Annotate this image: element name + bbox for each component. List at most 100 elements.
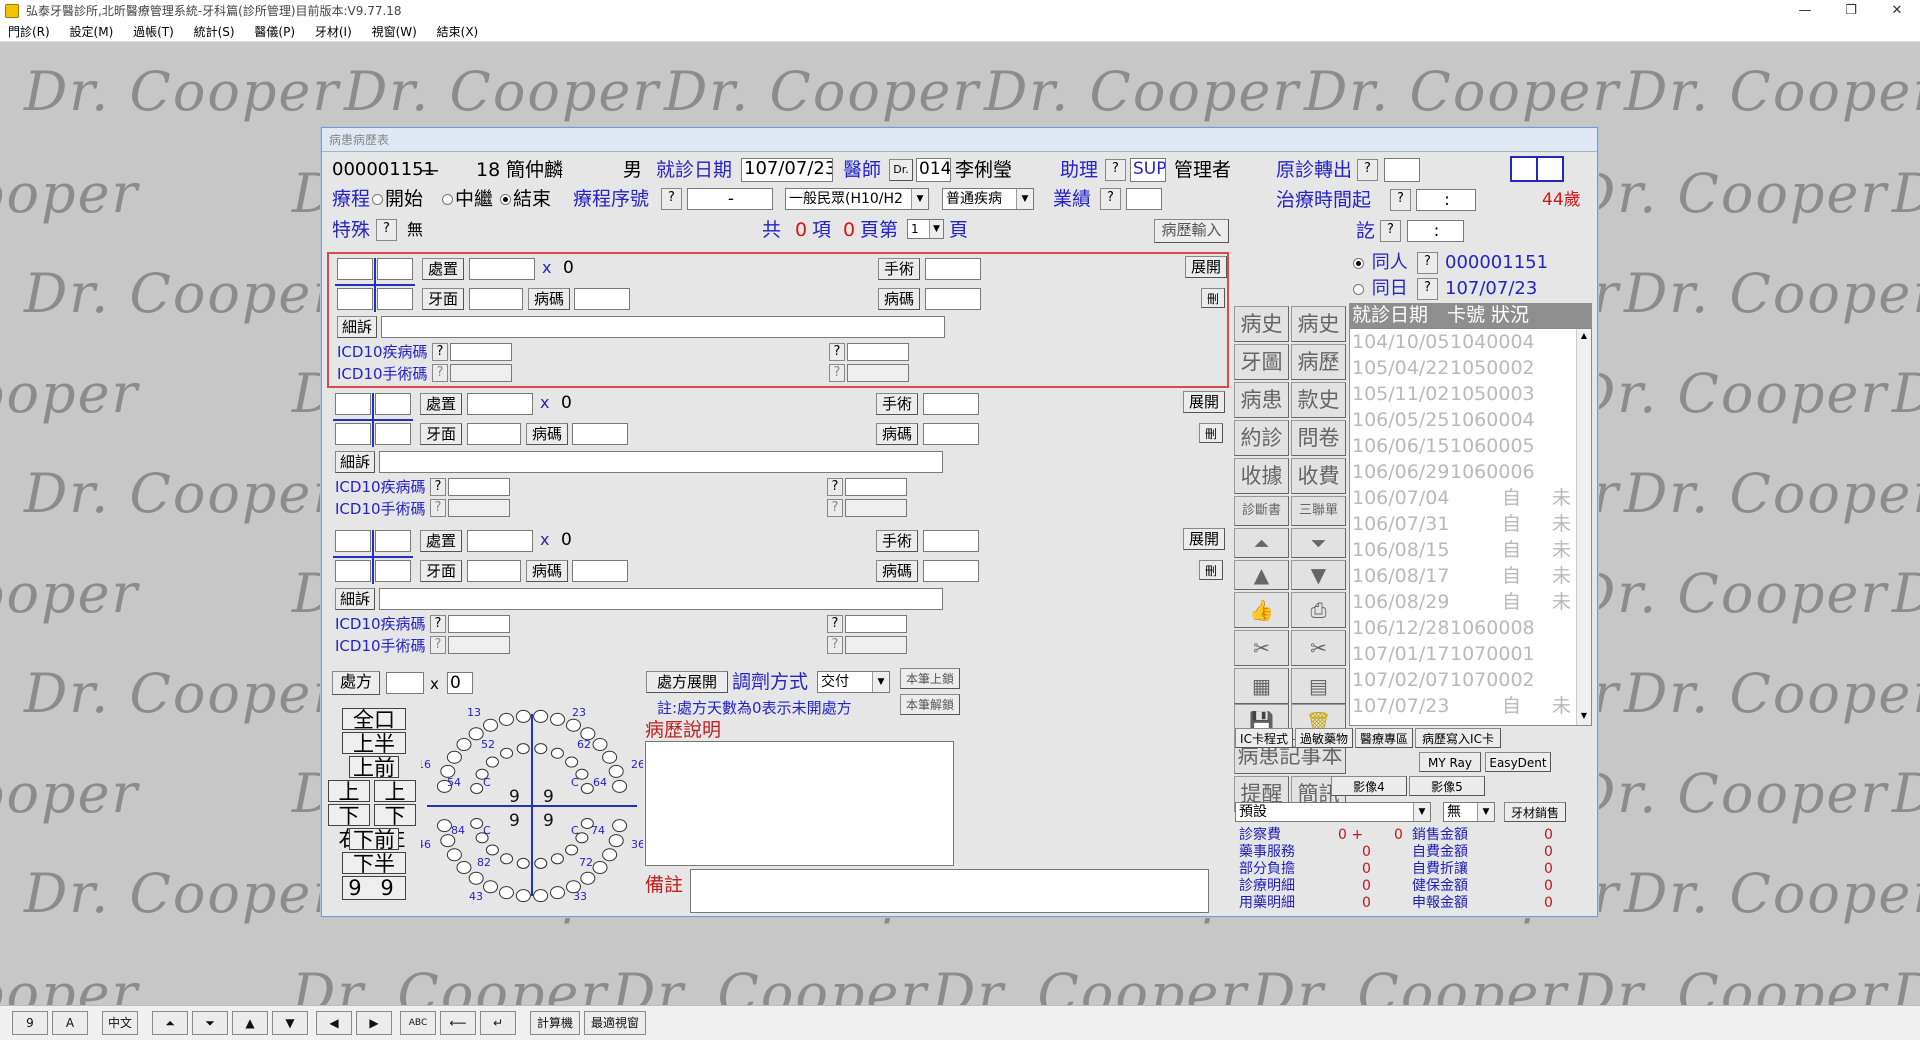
icd10-disease2-input[interactable] xyxy=(845,478,907,496)
referral-input[interactable] xyxy=(1384,158,1420,182)
upper-deciduous-tooth[interactable] xyxy=(470,782,484,794)
upper-tooth[interactable] xyxy=(456,738,472,752)
next-record-icon[interactable]: ▼ xyxy=(272,1011,308,1035)
last-record-icon[interactable]: ⏷ xyxy=(192,1011,228,1035)
right-arrow-icon[interactable]: ▶ xyxy=(356,1011,392,1035)
status-mode-a[interactable]: A xyxy=(52,1011,88,1035)
next-record-icon[interactable]: ▼ xyxy=(1291,560,1346,590)
lower-tooth[interactable] xyxy=(498,886,514,900)
referral-help-button[interactable]: ? xyxy=(1357,159,1378,181)
lower-deciduous-tooth[interactable] xyxy=(516,857,530,869)
treatment-code-input[interactable] xyxy=(467,393,533,415)
calendar-icon[interactable]: ▦ xyxy=(1234,668,1289,704)
lower-deciduous-tooth[interactable] xyxy=(580,818,594,830)
tooth-input-lr[interactable] xyxy=(335,560,371,582)
same-person-radio[interactable]: 同人 xyxy=(1351,251,1408,275)
menu-exit[interactable]: 結束(X) xyxy=(436,25,479,39)
preset-dropdown[interactable]: 預設▼ xyxy=(1235,802,1431,822)
tooth-input-ur[interactable] xyxy=(335,530,371,552)
upper-deciduous-tooth[interactable] xyxy=(565,756,579,768)
doctor-select-button[interactable]: Dr. xyxy=(889,159,913,181)
performance-help-button[interactable]: ? xyxy=(1100,188,1121,210)
lower-deciduous-tooth[interactable] xyxy=(470,818,484,830)
menu-medical[interactable]: 醫儀(P) xyxy=(254,25,296,39)
icd10-disease2-help-button[interactable]: ? xyxy=(827,615,843,633)
image5-button[interactable]: 影像5 xyxy=(1409,776,1485,796)
charge-button[interactable]: 收費 xyxy=(1291,458,1346,494)
performance-input[interactable] xyxy=(1126,188,1162,210)
quadrant-lower-left[interactable]: 下左 xyxy=(374,804,416,851)
icd10-disease-input[interactable] xyxy=(450,343,512,361)
history-scrollbar[interactable]: ▲ ▼ xyxy=(1576,329,1591,725)
tooth-surface-button[interactable]: 牙面 xyxy=(422,288,464,310)
delete-button[interactable]: 刪 xyxy=(1199,560,1223,580)
tooth-input-ur[interactable] xyxy=(335,393,371,415)
quadrant-upper-right[interactable]: 上右 xyxy=(328,780,370,827)
upper-tooth[interactable] xyxy=(533,709,549,723)
treatment-time-help-button[interactable]: ? xyxy=(1390,189,1411,211)
lower-deciduous-tooth[interactable] xyxy=(500,853,514,865)
surgery-input[interactable] xyxy=(925,258,981,280)
treatment-button[interactable]: 處置 xyxy=(420,530,462,552)
document-icon[interactable]: ▤ xyxy=(1291,668,1346,704)
expand-button[interactable]: 展開 xyxy=(1185,256,1227,278)
icd10-disease-help-button[interactable]: ? xyxy=(430,615,446,633)
lower-tooth[interactable] xyxy=(592,860,608,874)
icd10-surgery-help-button[interactable]: ? xyxy=(432,364,448,382)
unlock-entry-button[interactable]: 本筆解鎖 xyxy=(900,694,960,715)
medical-history2-button[interactable]: 病史 xyxy=(1291,306,1346,342)
upper-deciduous-tooth[interactable] xyxy=(550,747,564,759)
abc-button[interactable]: ABC xyxy=(400,1011,436,1035)
visit-date-input[interactable]: 107/07/23 xyxy=(741,158,833,182)
minimize-button[interactable]: — xyxy=(1798,3,1812,18)
icd10-disease-input[interactable] xyxy=(448,615,510,633)
tooth-input-ul[interactable] xyxy=(375,393,411,415)
lower-tooth[interactable] xyxy=(436,819,452,833)
lower-tooth[interactable] xyxy=(580,871,596,885)
surgery-code-input[interactable] xyxy=(923,560,979,582)
doctor-code-input[interactable]: 014 xyxy=(916,158,951,182)
status-mode-9[interactable]: 9 xyxy=(12,1011,48,1035)
status-chinese[interactable]: 中文 xyxy=(102,1011,138,1035)
prev-record-icon[interactable]: ▲ xyxy=(232,1011,268,1035)
surgery-code-button[interactable]: 病碼 xyxy=(878,288,920,310)
treatment-code-input[interactable] xyxy=(469,258,535,280)
dispense-method-dropdown[interactable]: 交付▼ xyxy=(817,671,890,693)
upper-tooth[interactable] xyxy=(446,750,462,764)
thumbs-up-icon[interactable]: 👍 xyxy=(1234,592,1289,628)
payment-history-button[interactable]: 款史 xyxy=(1291,382,1346,418)
surgery-input[interactable] xyxy=(923,530,979,552)
upper-tooth[interactable] xyxy=(498,712,514,726)
surgery-button[interactable]: 手術 xyxy=(878,258,920,280)
prescription-days-input[interactable] xyxy=(386,672,424,694)
lower-tooth[interactable] xyxy=(515,889,531,903)
restore-button[interactable]: ❐ xyxy=(1845,3,1857,18)
special-help-button[interactable]: ? xyxy=(376,219,397,241)
upper-tooth[interactable] xyxy=(440,764,456,778)
insurance-type-dropdown[interactable]: 一般民眾(H10/H2▼ xyxy=(785,188,929,210)
medical-history-button[interactable]: 病史 xyxy=(1234,306,1289,342)
lower-tooth[interactable] xyxy=(565,880,581,894)
first-record-icon[interactable]: ⏶ xyxy=(1234,528,1289,558)
detail-button[interactable]: 細訴 xyxy=(337,316,377,338)
tooth-surface-input[interactable] xyxy=(467,560,521,582)
tooth-surface-input[interactable] xyxy=(467,423,521,445)
tooth-input-ll[interactable] xyxy=(375,560,411,582)
diagnosis-cert-button[interactable]: 診斷書 xyxy=(1234,496,1289,526)
upper-tooth[interactable] xyxy=(550,712,566,726)
disease-code-button[interactable]: 病碼 xyxy=(528,288,570,310)
detail-input[interactable] xyxy=(379,588,943,610)
detail-input[interactable] xyxy=(379,451,943,473)
lock-entry-button[interactable]: 本筆上鎖 xyxy=(900,668,960,689)
menu-materials[interactable]: 牙材(I) xyxy=(314,25,352,39)
upper-tooth[interactable] xyxy=(608,764,624,778)
